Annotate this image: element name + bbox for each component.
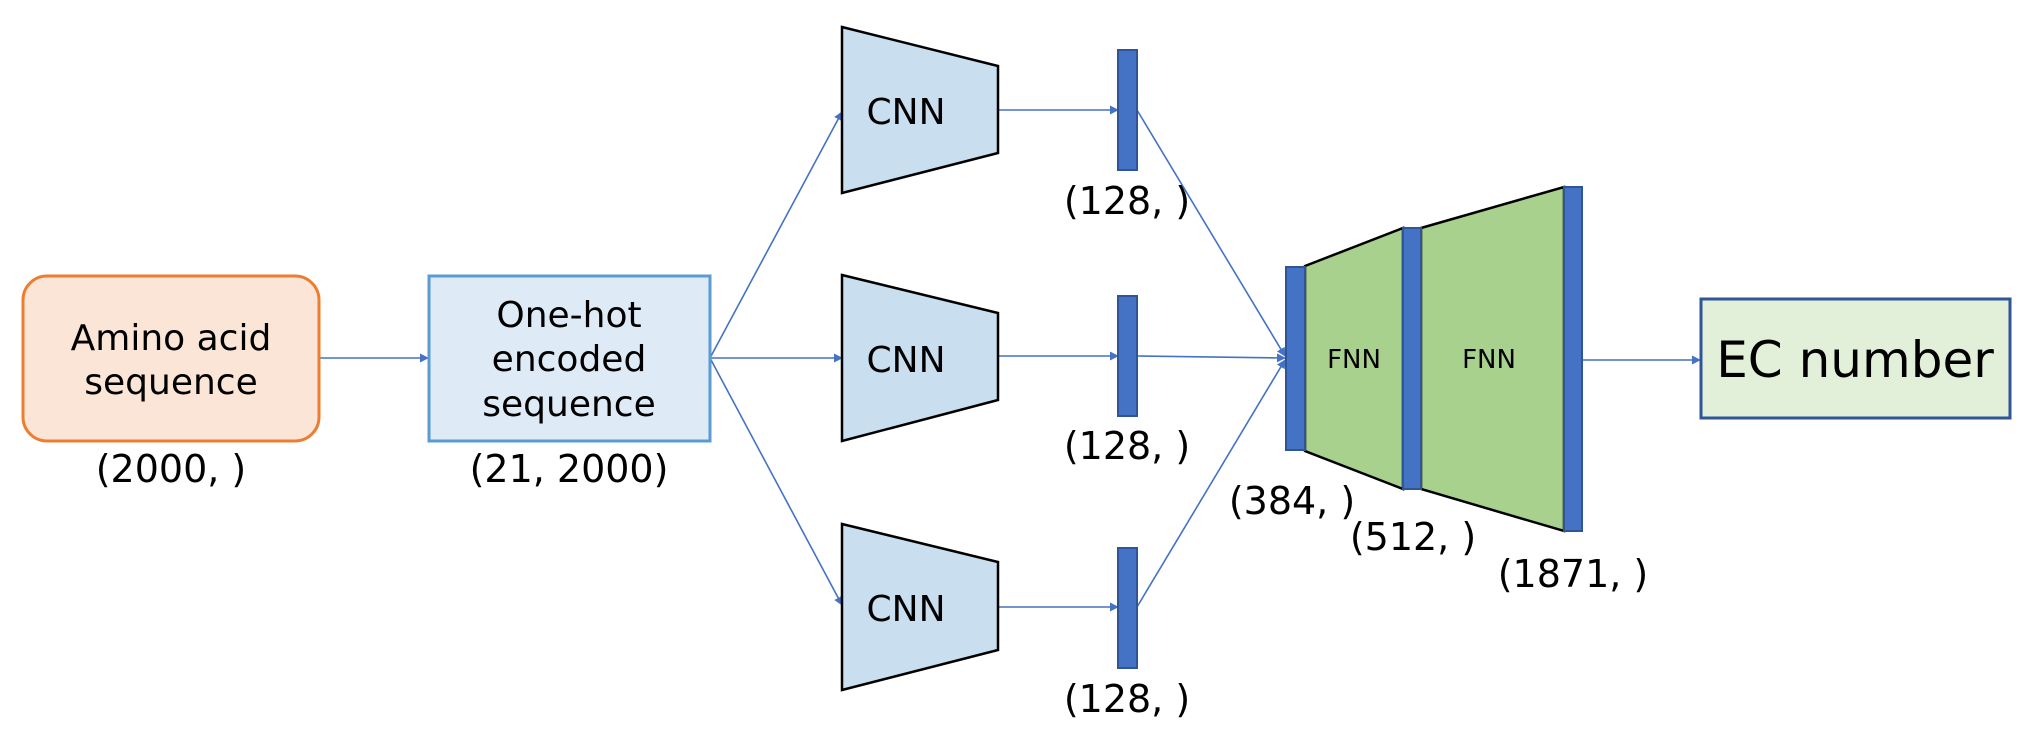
arrow-onehot-to-cnn-bottom (709, 357, 843, 606)
onehot-label-line3: sequence (482, 384, 655, 425)
cnn-middle-label: CNN (867, 340, 946, 381)
cnn-block-middle (840, 273, 1000, 443)
cnn-top-vector (1117, 49, 1138, 171)
cnn-top-dimension: (128, ) (1064, 179, 1190, 223)
cnn-middle-vector (1117, 295, 1138, 417)
concat-vector (1285, 266, 1306, 451)
fnn-1-label: FNN (1327, 345, 1381, 375)
output-label: EC number (1716, 331, 1994, 389)
arrow-vector-bottom-to-concat (1136, 359, 1286, 608)
onehot-label-line1: One-hot (496, 295, 641, 336)
cnn-bottom-label: CNN (867, 589, 946, 630)
input-label-line1: Amino acid (71, 318, 272, 359)
fnn-1-dimension: (512, ) (1350, 515, 1476, 559)
fnn-2-output-vector (1563, 186, 1583, 532)
onehot-box (427, 274, 712, 443)
cnn-bottom-vector (1117, 547, 1138, 669)
output-box (1699, 297, 2012, 420)
arrow-onehot-to-cnn-top (709, 111, 843, 359)
fnn-2-label: FNN (1462, 345, 1516, 375)
onehot-dimension: (21, 2000) (470, 447, 669, 491)
fnn-2-dimension: (1871, ) (1498, 552, 1649, 596)
cnn-top-label: CNN (867, 92, 946, 133)
onehot-label-line2: encoded (492, 339, 647, 380)
input-dimension: (2000, ) (96, 447, 247, 491)
cnn-block-top (840, 25, 1000, 195)
input-box (21, 274, 321, 443)
arrow-vector-middle-to-concat (1136, 353, 1286, 363)
cnn-middle-dimension: (128, ) (1064, 424, 1190, 468)
fnn-1-output-vector (1402, 227, 1422, 490)
cnn-block-bottom (840, 522, 1000, 692)
arrow-vector-top-to-concat (1136, 109, 1286, 357)
input-label-line2: sequence (84, 362, 257, 403)
concat-dimension: (384, ) (1229, 479, 1355, 523)
cnn-bottom-dimension: (128, ) (1064, 677, 1190, 721)
